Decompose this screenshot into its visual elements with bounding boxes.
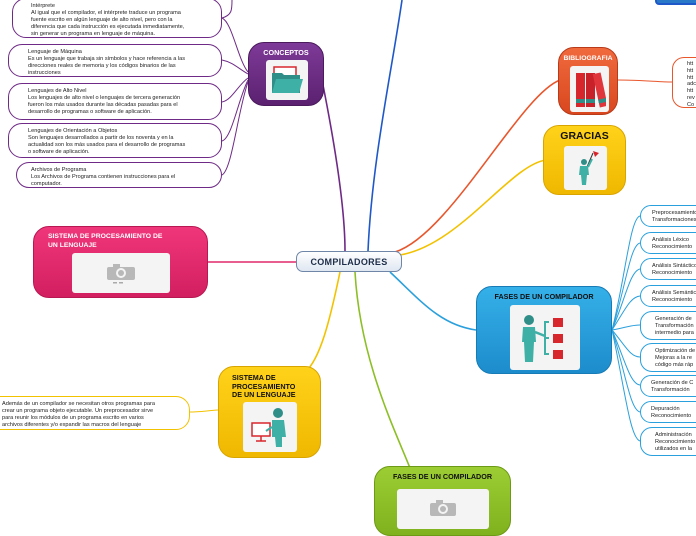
concept-item-archivos-programa[interactable]: Archivos de Programa Los Archivos de Pro…: [16, 162, 222, 188]
person-flag-icon: [564, 146, 607, 190]
central-topic-label: COMPILADORES: [310, 256, 388, 267]
bibliografia-links[interactable]: htt htt htt adc htt rev Co: [672, 57, 696, 108]
fase-item-analisis-semantico[interactable]: Análisis Semántico Reconocimiento: [640, 285, 696, 307]
camera-placeholder-icon: [72, 253, 170, 293]
fase-item-text: Preprocesamiento Transformaciones: [652, 210, 696, 223]
fase-item-text: Generación de C Transformación: [651, 380, 694, 393]
concept-item-text: Lenguaje de Máquina Es un lenguaje que t…: [28, 49, 186, 76]
fase-item-optimizacion[interactable]: Optimización de Mejoras a la re código m…: [640, 343, 696, 372]
concept-item-lenguaje-maquina[interactable]: Lenguaje de Máquina Es un lenguaje que t…: [8, 44, 222, 77]
fase-item-text: Optimización de Mejoras a la re código m…: [655, 348, 696, 368]
sistema-procesamiento-bottom-node[interactable]: SISTEMA DE PROCESAMIENTO DE UN LENGUAJE: [218, 366, 321, 458]
fase-item-text: Análisis Léxico Reconocimiento: [652, 237, 693, 250]
fase-item-depuracion[interactable]: Depuración Reconocimiento: [640, 401, 696, 423]
fase-item-analisis-sintactico[interactable]: Análisis Sintáctico Reconocimiento: [640, 258, 696, 280]
concept-item-interprete[interactable]: Intérprete Al igual que el compilador, e…: [12, 0, 222, 38]
fase-item-text: Administración Reconocimiento utilizados…: [655, 432, 696, 452]
bibliografia-links-text: htt htt htt adc htt rev Co: [687, 61, 696, 108]
fase-item-text: Análisis Sintáctico Reconocimiento: [652, 263, 696, 276]
conceptos-node[interactable]: CONCEPTOS: [248, 42, 324, 106]
conceptos-title: CONCEPTOS: [263, 48, 309, 57]
fases-compilador-right-node[interactable]: FASES DE UN COMPILADOR: [476, 286, 612, 374]
fase-item-text: Generación de Transformación intermedio …: [655, 316, 694, 336]
books-icon: [570, 66, 609, 112]
top-right-node-edge[interactable]: [655, 0, 696, 5]
central-topic-compiladores[interactable]: COMPILADORES: [296, 251, 402, 272]
sistema-procesamiento-left-node[interactable]: SISTEMA DE PROCESAMIENTO DE UN LENGUAJE: [33, 226, 208, 298]
bibliografia-title: BIBLIOGRAFIA: [563, 55, 613, 62]
gracias-node[interactable]: GRACIAS: [543, 125, 626, 195]
fases-compilador-bottom-node[interactable]: FASES DE UN COMPILADOR: [374, 466, 511, 536]
fase-item-preprocesamiento[interactable]: Preprocesamiento Transformaciones: [640, 205, 696, 227]
fase-item-analisis-lexico[interactable]: Análisis Léxico Reconocimiento: [640, 232, 696, 254]
presenter-chart-icon: [510, 305, 580, 370]
bibliografia-node[interactable]: BIBLIOGRAFIA: [558, 47, 618, 115]
concept-item-text: Intérprete Al igual que el compilador, e…: [31, 3, 185, 37]
gracias-title: GRACIAS: [560, 130, 609, 142]
fase-item-text: Depuración Reconocimiento: [651, 406, 692, 419]
concept-item-alto-nivel[interactable]: Lenguajes de Alto Nivel Los lenguajes de…: [8, 83, 222, 120]
concept-item-text: Lenguajes de Orientación a Objetos Son l…: [28, 128, 186, 155]
sistema-left-title: SISTEMA DE PROCESAMIENTO DE UN LENGUAJE: [48, 233, 163, 249]
camera-placeholder-icon: [397, 489, 489, 529]
concept-item-text: Archivos de Programa Los Archivos de Pro…: [31, 167, 176, 187]
fase-item-generacion-codigo[interactable]: Generación de C Transformación: [640, 375, 696, 397]
sistema-note-text: Además de un compilador se necesitan otr…: [2, 401, 155, 428]
concept-item-orientacion-objetos[interactable]: Lenguajes de Orientación a Objetos Son l…: [8, 123, 222, 158]
fase-item-text: Análisis Semántico Reconocimiento: [652, 290, 696, 303]
fases-right-title: FASES DE UN COMPILADOR: [494, 292, 594, 301]
sistema-bottom-title: SISTEMA DE PROCESAMIENTO DE UN LENGUAJE: [232, 373, 296, 399]
folder-icon: [266, 60, 308, 100]
fase-item-generacion-intermedio[interactable]: Generación de Transformación intermedio …: [640, 311, 696, 340]
fase-item-administracion[interactable]: Administración Reconocimiento utilizados…: [640, 427, 696, 456]
fases-bottom-title: FASES DE UN COMPILADOR: [392, 472, 493, 481]
person-computer-icon: [243, 402, 297, 452]
sistema-note[interactable]: Además de un compilador se necesitan otr…: [0, 396, 190, 430]
concept-item-text: Lenguajes de Alto Nivel Los lenguajes de…: [28, 88, 181, 115]
connector-lines: [189, 0, 673, 469]
